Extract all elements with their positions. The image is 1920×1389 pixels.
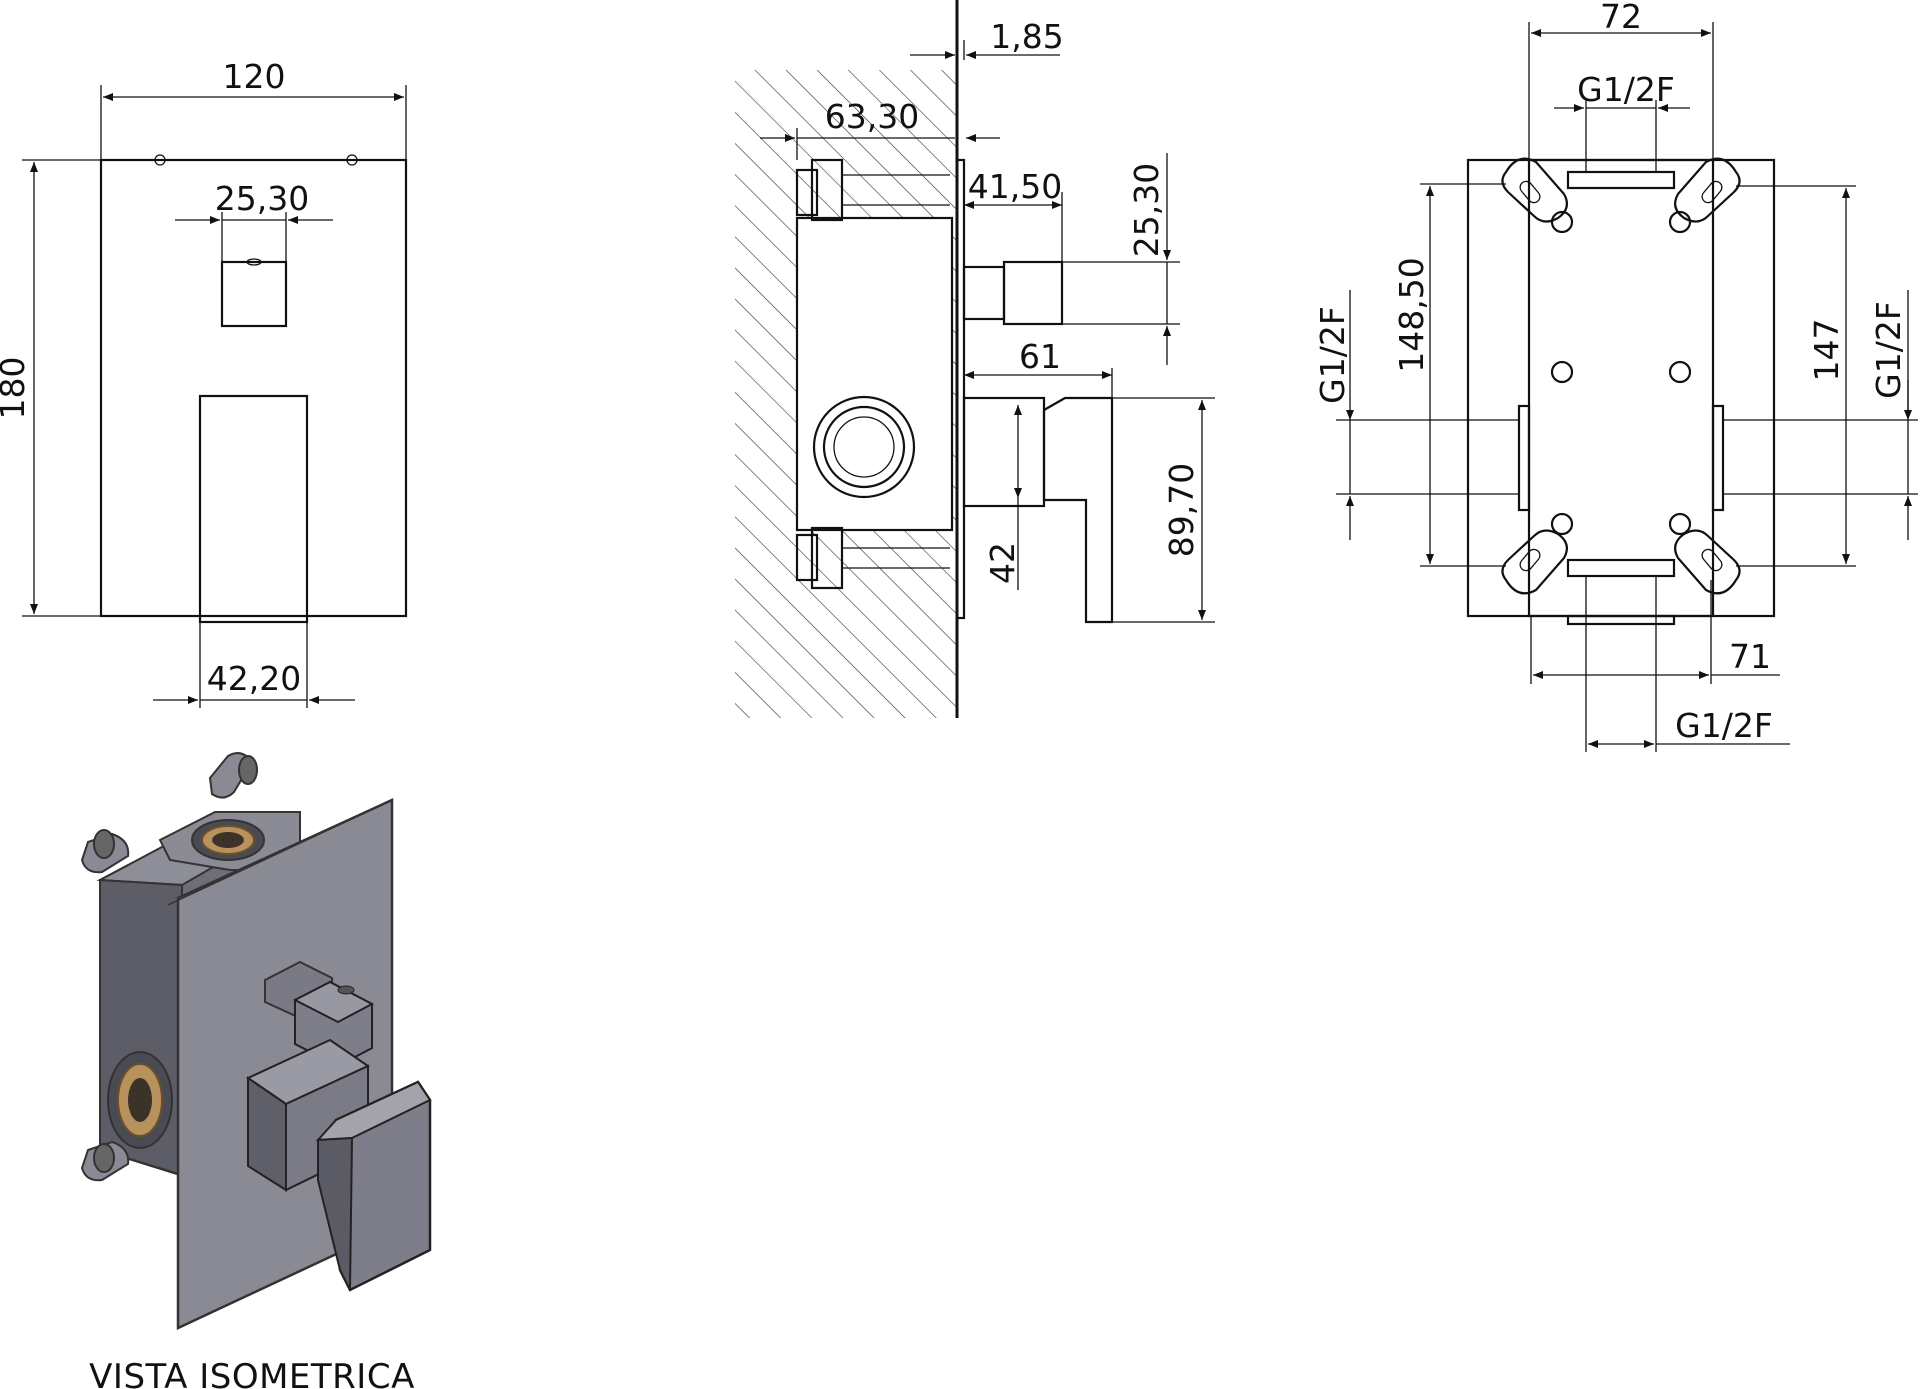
dim-back-top-thread: G1/2F <box>1577 70 1675 109</box>
outlet-port <box>812 395 916 499</box>
cover-plate <box>955 158 966 620</box>
mixer-lever <box>198 394 309 624</box>
dim-back-bottom-thread: G1/2F <box>1675 706 1773 745</box>
side-knob <box>1002 260 1064 326</box>
front-screw-hole <box>154 154 166 166</box>
dim-knob-height: 25,30 <box>1127 163 1166 257</box>
front-screw-hole <box>346 154 358 166</box>
dim-back-top-width: 72 <box>1600 0 1642 36</box>
dim-back-left-thread: G1/2F <box>1313 306 1352 404</box>
valve-body <box>795 216 954 532</box>
side-view: 1,85 63,30 41,50 25,30 61 89,70 42 <box>735 0 1215 718</box>
diverter-knob <box>220 260 288 328</box>
side-lever <box>1042 396 1114 624</box>
dim-embed-depth: 63,30 <box>825 97 919 136</box>
dim-back-right-height: 147 <box>1807 319 1846 382</box>
dim-lever-base: 42 <box>983 542 1022 584</box>
dim-knob-width: 25,30 <box>215 179 309 218</box>
back-plate <box>1466 158 1776 618</box>
dim-front-width: 120 <box>223 57 286 96</box>
dim-lever-width: 42,20 <box>207 659 301 698</box>
dim-front-height: 180 <box>0 357 32 420</box>
back-view: 72 G1/2F 148,50 G1/2F 147 G1/2F <box>1313 0 1918 752</box>
dim-back-left-height: 148,50 <box>1392 257 1431 372</box>
isometric-caption: VISTA ISOMETRICA <box>89 1357 415 1389</box>
dim-back-bottom-width: 71 <box>1729 637 1771 676</box>
dim-plate-thickness: 1,85 <box>990 17 1063 56</box>
dim-lever-height: 89,70 <box>1162 463 1201 557</box>
isometric-view: VISTA ISOMETRICA <box>80 752 432 1389</box>
dim-lever-projection: 61 <box>1019 337 1061 376</box>
dim-knob-offset: 41,50 <box>968 167 1062 206</box>
back-body <box>1527 158 1715 618</box>
dim-back-right-thread: G1/2F <box>1869 301 1908 399</box>
front-view: 120 180 25,30 42,20 <box>0 57 408 708</box>
front-plate <box>99 158 408 618</box>
knob-dot <box>246 258 262 266</box>
